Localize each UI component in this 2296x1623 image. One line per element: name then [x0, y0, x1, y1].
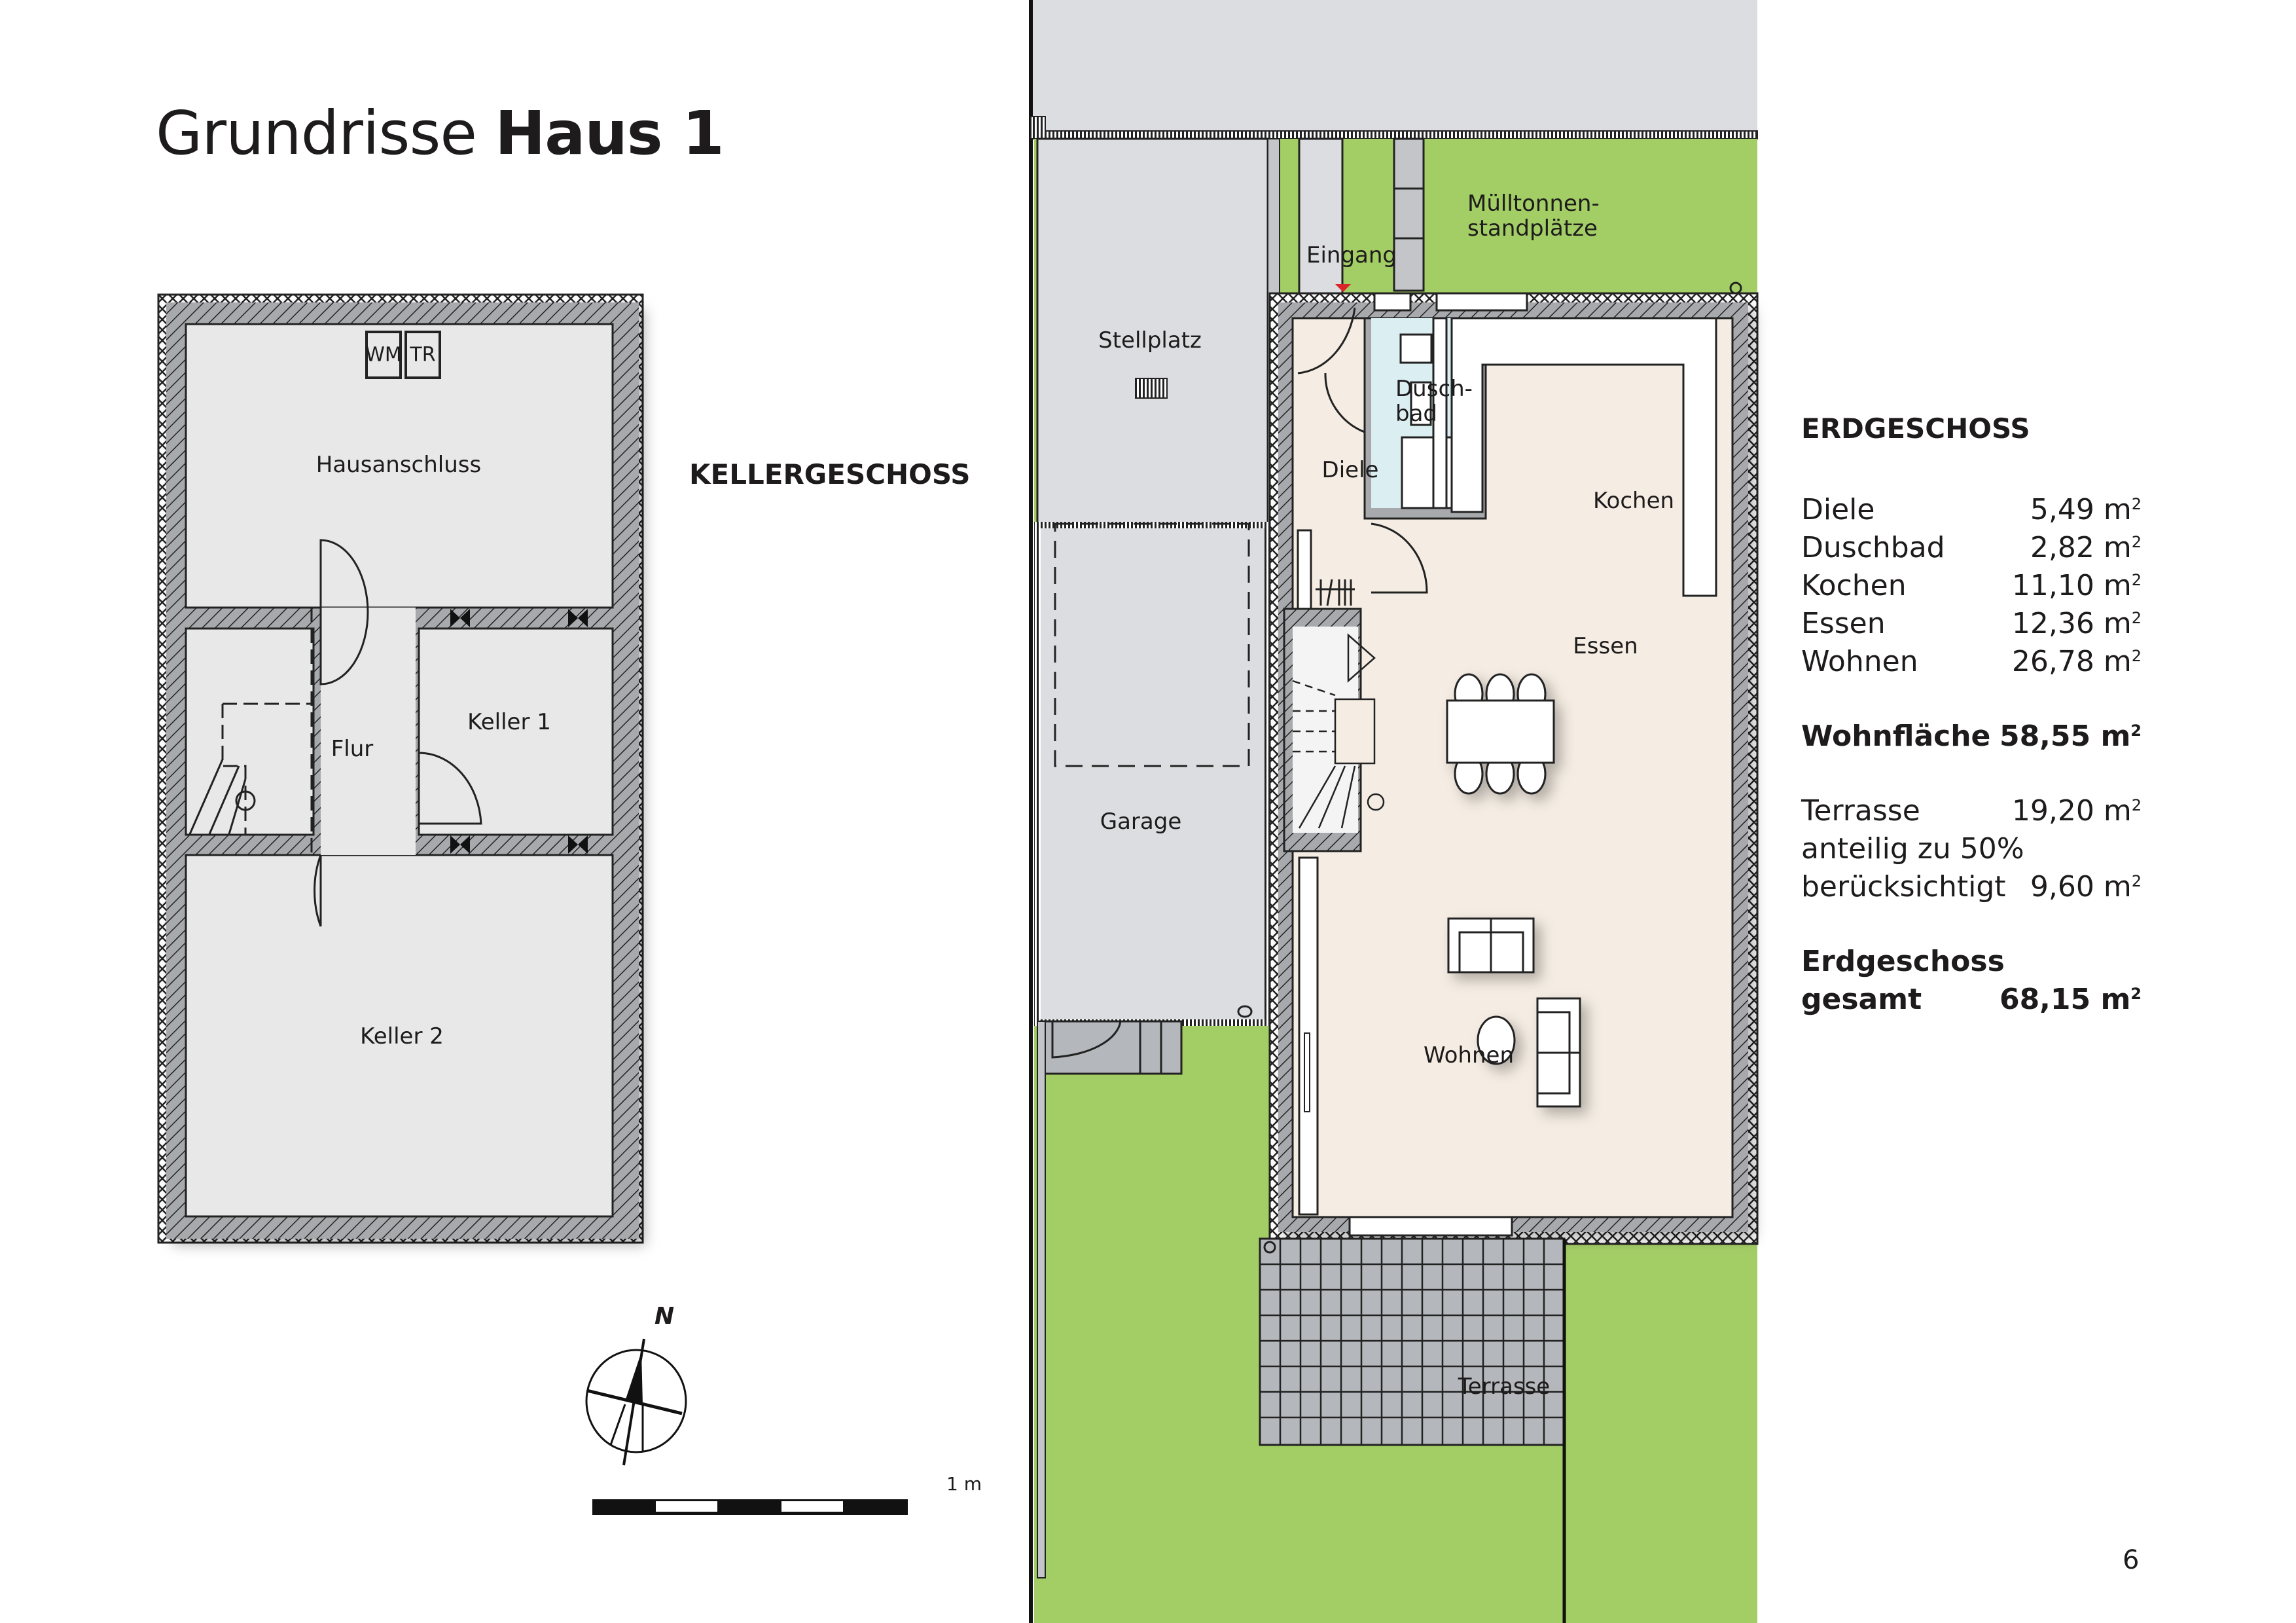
washing-machine-label: WM — [365, 343, 402, 367]
area-row-kochen: Kochen 11,10 m2 — [1801, 569, 2142, 602]
label-diele: Diele — [1321, 457, 1379, 483]
room-label-flur: Flur — [331, 736, 374, 762]
area-row-wohnen: Wohnen 26,78 m2 — [1801, 645, 2142, 678]
page-number: 6 — [2123, 1545, 2140, 1575]
area-row-total: gesamt 68,15 m2 — [1801, 983, 2142, 1016]
page-title-light: Grundrisse — [156, 98, 477, 168]
page-title-bold: Haus 1 — [495, 98, 724, 168]
room-label-keller-1: Keller 1 — [467, 709, 551, 735]
area-row-terrasse: Terrasse 19,20 m2 — [1801, 794, 2142, 828]
area-row-essen: Essen 12,36 m2 — [1801, 607, 2142, 640]
label-wohnen: Wohnen — [1424, 1042, 1514, 1068]
area-row-duschbad: Duschbad 2,82 m2 — [1801, 531, 2142, 564]
dryer-label: TR — [410, 343, 436, 367]
ground-floor-plan — [1029, 0, 1759, 1623]
room-label-keller-2: Keller 2 — [360, 1023, 444, 1049]
label-duschbad: Dusch- bad — [1395, 376, 1473, 427]
label-essen: Essen — [1573, 633, 1638, 659]
basement-heading: KELLERGESCHOSS — [689, 458, 971, 490]
area-row-terrasse-considered: berücksichtigt 9,60 m2 — [1801, 870, 2142, 903]
page-title: Grundrisse Haus 1 — [156, 98, 725, 168]
ground-floor-heading: ERDGESCHOSS — [1801, 412, 2030, 445]
label-stellplatz: Stellplatz — [1098, 327, 1202, 354]
terrace-paving — [1259, 1237, 1566, 1446]
label-garage: Garage — [1100, 809, 1182, 835]
label-terrasse: Terrasse — [1458, 1374, 1551, 1400]
area-row-total-label: Erdgeschoss — [1801, 945, 2005, 978]
label-muelltonnen: Mülltonnen- standplätze — [1467, 191, 1600, 242]
area-row-wohnflaeche: Wohnfläche 58,55 m2 — [1801, 720, 2142, 753]
area-row-terrasse-note: anteilig zu 50% — [1801, 832, 2024, 866]
area-table: ERDGESCHOSS Diele 5,49 m2 Duschbad 2,82 … — [1801, 412, 2142, 1019]
scale-bar — [592, 1499, 908, 1515]
room-label-hausanschluss: Hausanschluss — [315, 452, 482, 478]
area-row-diele: Diele 5,49 m2 — [1801, 493, 2142, 526]
label-eingang: Eingang — [1306, 242, 1397, 268]
basement-plan — [157, 293, 644, 1244]
scale-bar-label: 1 m — [946, 1473, 982, 1495]
north-label: N — [655, 1303, 675, 1330]
entrance-marker-icon — [1335, 284, 1351, 292]
label-kochen: Kochen — [1592, 488, 1675, 514]
north-arrow-icon — [585, 1338, 687, 1466]
